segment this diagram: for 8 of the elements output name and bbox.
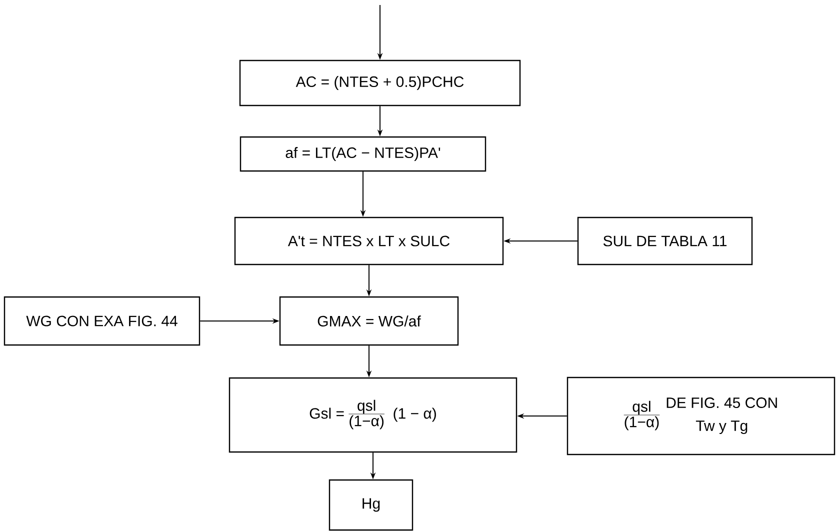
process-box: WG CON EXA FIG. 44 — [4, 296, 200, 346]
process-box: SUL DE TABLA 11 — [577, 216, 753, 266]
process-box: af = LT(AC − NTES)PA' — [240, 136, 486, 172]
process-box: qsl (1−α) DE FIG. 45 CON Tw y Tg — [566, 376, 836, 456]
process-box: A't = NTES x LT x SULC — [234, 216, 504, 266]
process-box: AC = (NTES + 0.5)PCHC — [239, 60, 521, 106]
process-box: GMAX = WG/af — [279, 296, 459, 346]
process-box: Hg — [328, 479, 414, 531]
